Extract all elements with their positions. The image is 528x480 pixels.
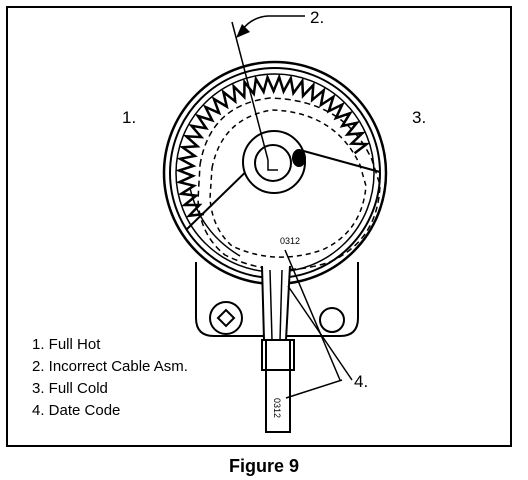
figure-caption: Figure 9	[228, 456, 299, 476]
date-code-leader-1	[284, 249, 341, 381]
callout-full-cold: 3.	[412, 108, 427, 127]
center-hub-inner	[254, 144, 292, 182]
sector-arm-2	[299, 149, 381, 173]
arrow-curve	[241, 15, 305, 31]
gear-teeth-path	[175, 73, 371, 218]
date-code-leader-3	[287, 285, 353, 381]
cable-end	[265, 339, 291, 433]
cable-line	[269, 269, 273, 341]
mounting-hole	[209, 301, 243, 335]
legend-item: 1. Full Hot	[32, 336, 101, 353]
callout-full-hot: 1.	[122, 108, 137, 127]
legend-item: 3. Full Cold	[32, 380, 108, 397]
sector-arm-3	[189, 187, 241, 257]
cable-date-stamp: 0312	[272, 398, 282, 418]
legend: 1. Full Hot 2. Incorrect Cable Asm. 3. F…	[32, 334, 188, 422]
hub-pin	[292, 149, 306, 167]
legend-item: 2. Incorrect Cable Asm.	[32, 358, 188, 375]
mounting-hole-right	[319, 307, 345, 333]
incorrect-cable-pointer	[231, 21, 269, 161]
cable-end-tab	[261, 339, 295, 371]
callout-incorrect-cable: 2.	[310, 8, 325, 27]
cable-housing	[261, 265, 291, 341]
cable-line-2	[279, 269, 283, 341]
hub-key	[267, 160, 278, 171]
legend-item: 4. Date Code	[32, 402, 121, 419]
dashed-sector-outline-inner	[209, 109, 367, 258]
figure-frame	[6, 6, 512, 447]
gear-teeth	[175, 73, 371, 218]
body-date-stamp: 0312	[280, 236, 300, 246]
callout-date-code: 4.	[354, 372, 369, 391]
mounting-hole-insert	[216, 308, 236, 328]
dashed-sector-outline	[197, 97, 381, 271]
date-code-leader-2	[285, 379, 343, 399]
arrow-head	[236, 24, 250, 38]
